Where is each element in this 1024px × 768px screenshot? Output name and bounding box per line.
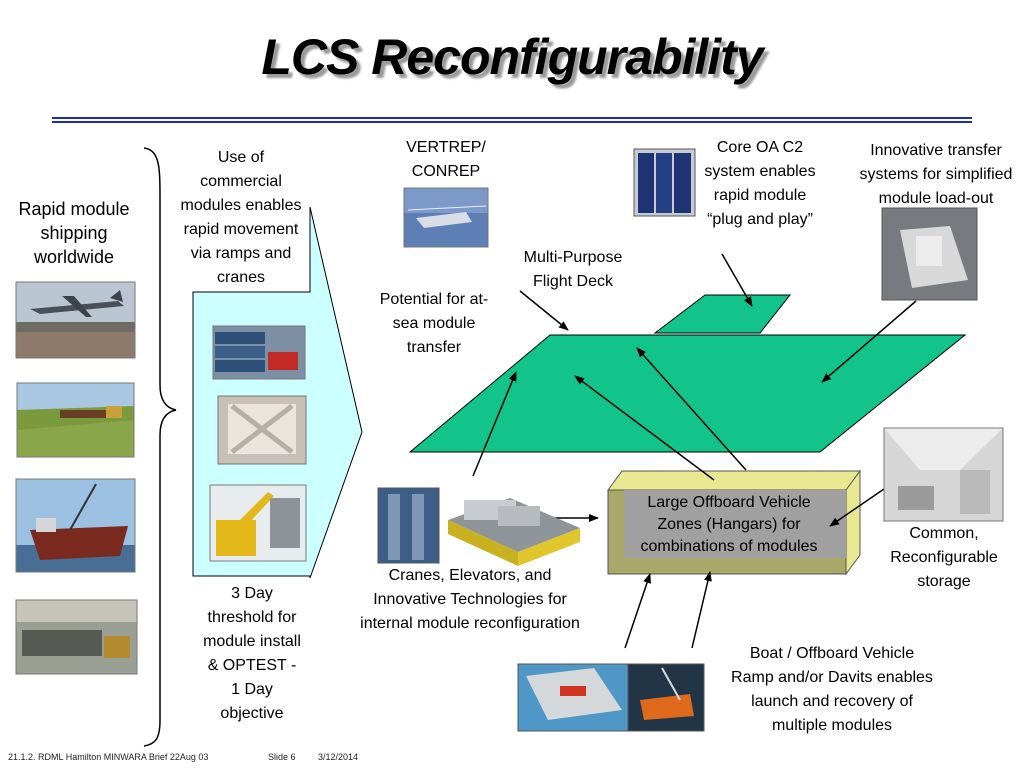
footer-slide-number: Slide 6	[268, 752, 296, 762]
cranes-elevators-label: Cranes, Elevators, and Innovative Techno…	[360, 567, 580, 632]
title-rule	[52, 117, 972, 123]
cargo-plane-photo	[15, 281, 136, 359]
hangar-zones-label: Large Offboard Vehicle Zones (Hangars) f…	[640, 494, 818, 555]
storage-room-render	[883, 427, 1004, 522]
grouping-brace	[143, 147, 177, 747]
cargo-ship-photo	[15, 478, 136, 573]
freight-train-photo	[16, 382, 135, 458]
transfer-system-render	[881, 207, 978, 301]
davit-launch-photo	[627, 663, 705, 732]
commercial-modules-label: Use of commercial modules enables rapid …	[180, 149, 302, 286]
flight-deck-main	[408, 334, 967, 453]
module-transporter-render	[448, 498, 580, 566]
core-oa-c2-label: Core OA C2 system enables rapid module “…	[704, 139, 816, 228]
yellow-crane-photo	[209, 484, 307, 562]
flight-deck-label: Multi-Purpose Flight Deck	[523, 249, 623, 290]
innovative-transfer-label: Innovative transfer systems for simplifi…	[859, 142, 1013, 207]
module-frame-photo	[217, 395, 307, 465]
vertrep-conrep-label: VERTREP/ CONREP	[406, 139, 486, 180]
server-rack-photo	[633, 148, 696, 217]
boat-ramp-render	[517, 663, 629, 732]
helicopter-photo	[403, 187, 489, 248]
elevator-machinery-photo	[377, 487, 440, 564]
hangar-box	[607, 469, 861, 576]
container-stack-photo	[212, 325, 306, 380]
flight-deck-upper	[653, 294, 792, 334]
at-sea-transfer-label: Potential for at- sea module transfer	[379, 291, 489, 356]
slide-title: LCS Reconfigurability	[261, 29, 763, 85]
shipping-label: Rapid module shipping worldwide	[18, 199, 130, 267]
storage-label: Common, Reconfigurable storage	[890, 525, 998, 590]
install-threshold-label: 3 Day threshold for module install & OPT…	[203, 585, 301, 722]
truck-photo	[15, 599, 138, 675]
footer-brief: 21.1.2. RDML Hamilton MINWARA Brief 22Au…	[8, 752, 209, 762]
boat-ramp-label: Boat / Offboard Vehicle Ramp and/or Davi…	[731, 645, 933, 734]
footer-date: 3/12/2014	[318, 752, 359, 762]
